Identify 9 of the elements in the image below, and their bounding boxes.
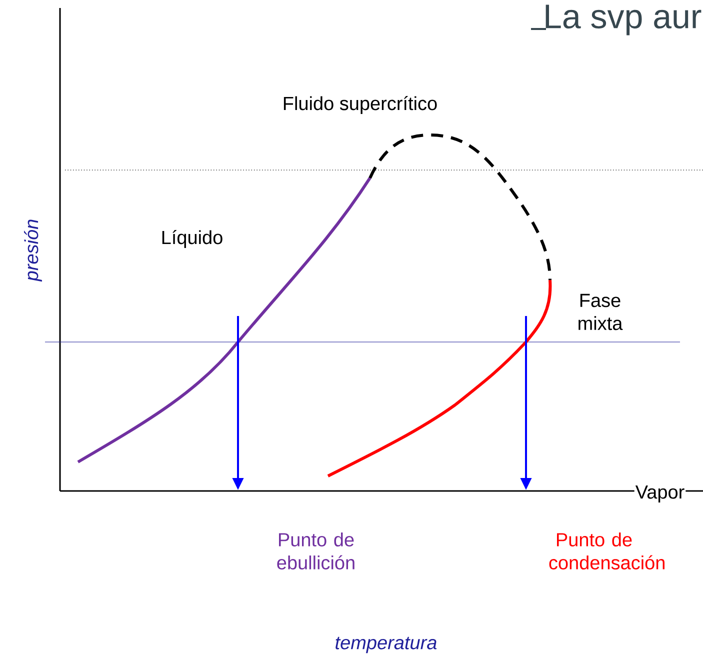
point-label: Punto de condensación — [549, 532, 664, 570]
region-label: Líquido — [162, 230, 222, 248]
region-label: Fase mixta — [578, 294, 623, 330]
axis-label: presión — [24, 220, 42, 282]
region-label: Vapor — [635, 486, 684, 502]
region-label: Fluido supercrítico — [284, 96, 437, 114]
title: La svp aur — [546, 4, 702, 36]
axis-label: temperatura — [336, 636, 437, 654]
point-label: Punto de ebullición — [277, 532, 354, 570]
